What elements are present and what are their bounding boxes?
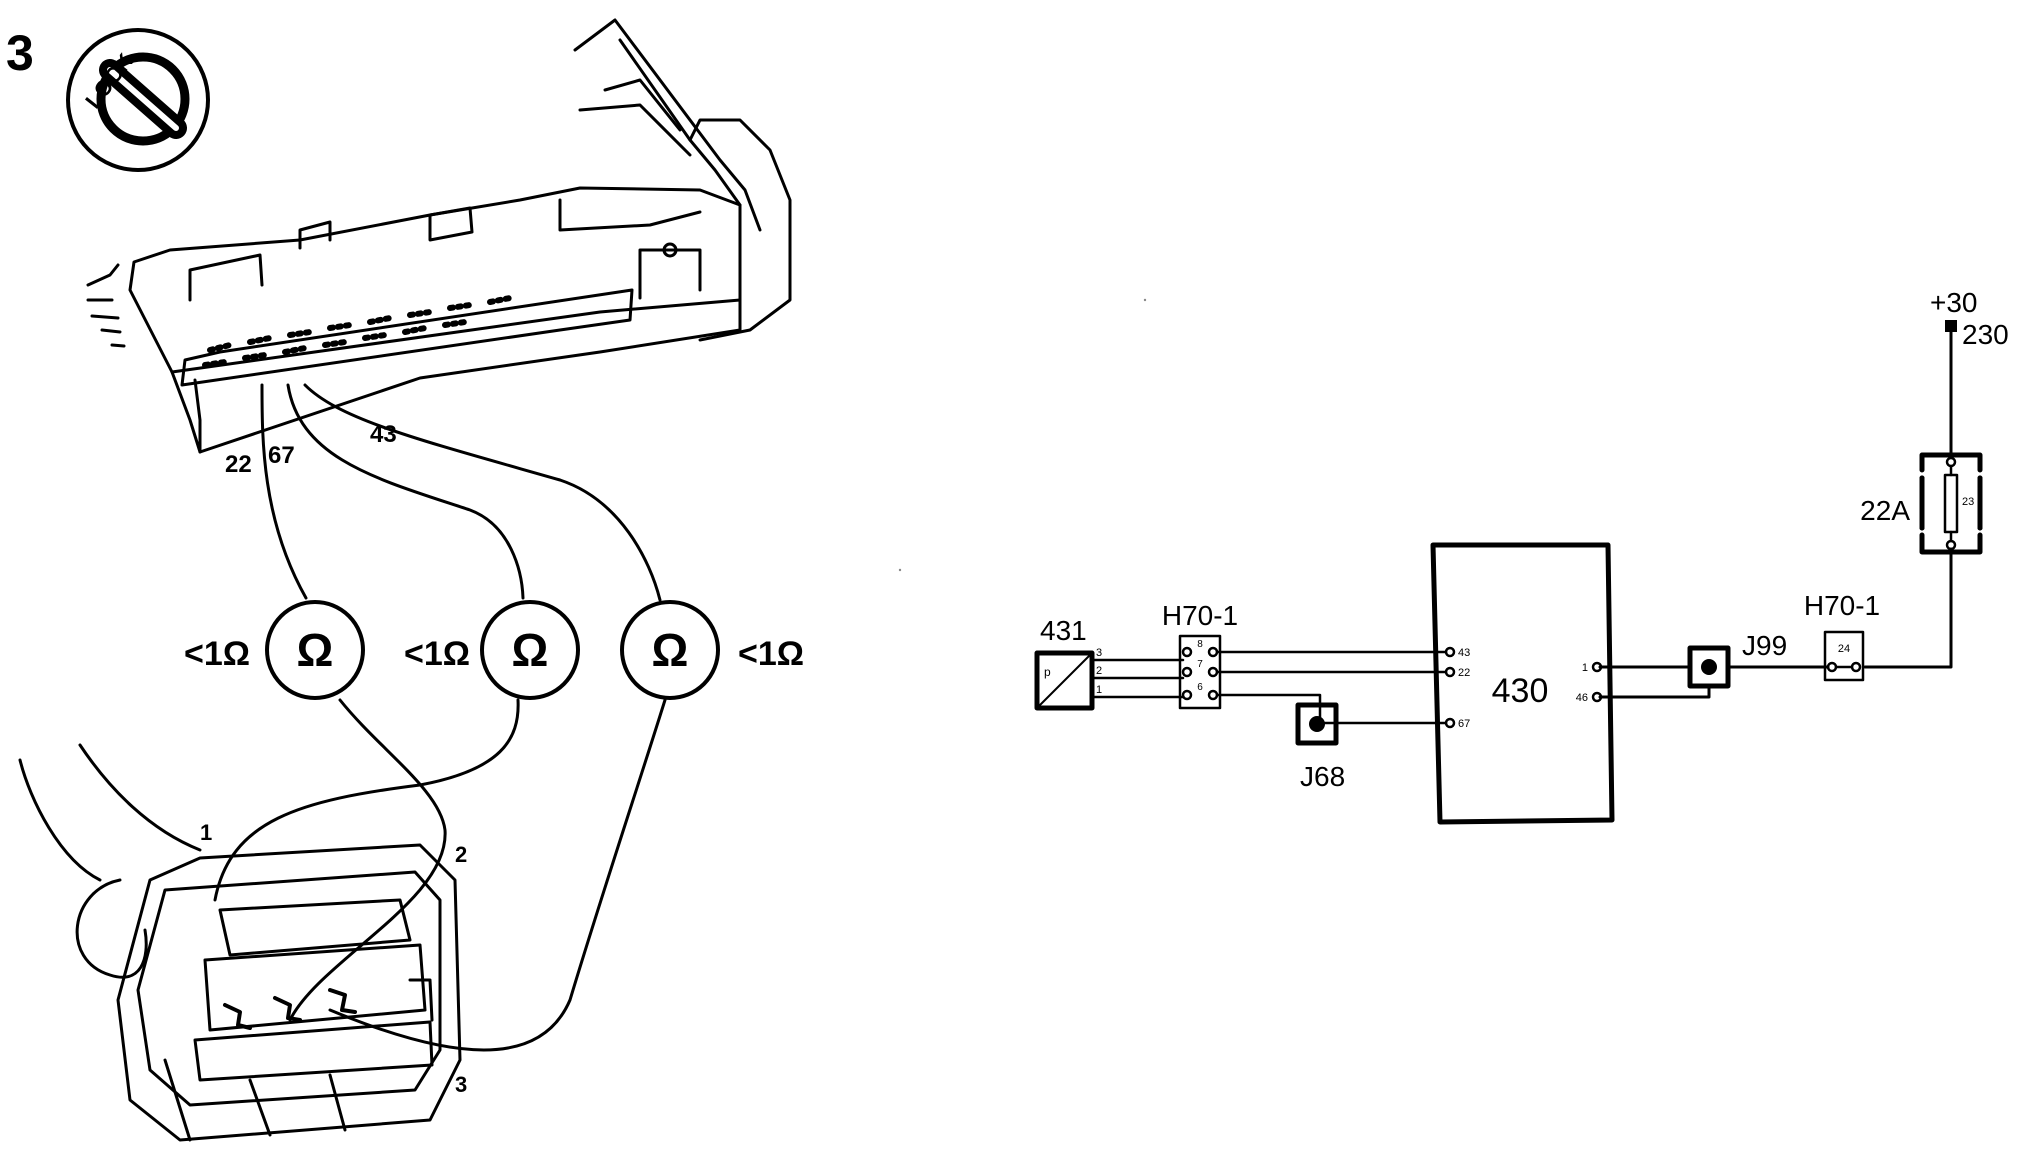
junction-j99 [1687,645,1731,689]
j99-to-ecu-pin46-wire [1598,684,1711,699]
ohm-icon: Ω [652,624,689,676]
sensor-pin-3-label: 3 [1096,647,1102,659]
ecu-pin-43-label: 43 [1458,647,1470,659]
ohmmeter-1: Ω [265,600,365,700]
test-leads [213,383,667,1052]
step-number: 3 [6,25,34,81]
connector-right-h70: 24 [1823,630,1865,682]
scan-dot [1143,298,1147,302]
scan-dot [898,568,902,572]
connector-left-label: H70-1 [1162,600,1238,631]
sensor-pin-1-label: 1 [1096,684,1102,696]
sensor-label: 431 [1040,615,1087,646]
ecu-pin-67-label: 67 [1458,718,1470,730]
meter-1-reading: <1Ω [184,635,250,673]
ecu-pin-22: 22 [225,451,252,478]
ecu-connector-drawing [86,18,792,454]
fuse-to-h70-wire [1863,547,1953,669]
supply-label: +30 [1930,287,1978,318]
connector-left-pin-7: 7 [1197,659,1203,670]
ohm-icon: Ω [297,624,334,676]
meter-3-reading: <1Ω [738,635,804,673]
ecu-pin-67: 67 [268,442,295,469]
connector-left-h70: 8 7 6 [1178,634,1222,710]
sensor-431-box: p [1034,650,1095,711]
ecu-pin-46-label: 46 [1576,692,1588,704]
sensor-glyph: p [1044,665,1051,679]
junction-j99-label: J99 [1742,630,1787,661]
fuse-box-22a: 23 [1919,452,1983,555]
sensor-pin-2-label: 2 [1096,665,1102,677]
supply-terminal [1945,320,1957,332]
supply-wire-label: 230 [1962,319,2009,350]
junction-j68 [1295,702,1339,746]
sensor-pin-2: 2 [455,842,467,867]
sensor-wires [1090,650,1448,725]
fuse-number: 23 [1962,496,1974,508]
ecu-pin-1-label: 1 [1582,662,1588,674]
meter-2-reading: <1Ω [404,635,470,673]
ecu-pin-22-label: 22 [1458,667,1470,679]
connector-right-label: H70-1 [1804,590,1880,621]
connector-left-pin-6: 6 [1197,682,1203,693]
ohmmeter-3: Ω [620,600,720,700]
sensor-pin-1: 1 [200,820,212,845]
fuse-box-label: 22A [1860,495,1910,526]
ohm-icon: Ω [512,624,549,676]
ohmmeter-2: Ω [480,600,580,700]
sensor-connector-drawing [18,743,462,1142]
junction-j68-label: J68 [1300,761,1345,792]
ecu-label: 430 [1492,672,1549,710]
connector-right-pin: 24 [1838,643,1850,655]
connector-left-pin-8: 8 [1197,639,1203,650]
ignition-switch-icon: LOCK [66,28,210,172]
sensor-pin-3: 3 [455,1072,467,1097]
fuse-icon [1943,473,1959,534]
